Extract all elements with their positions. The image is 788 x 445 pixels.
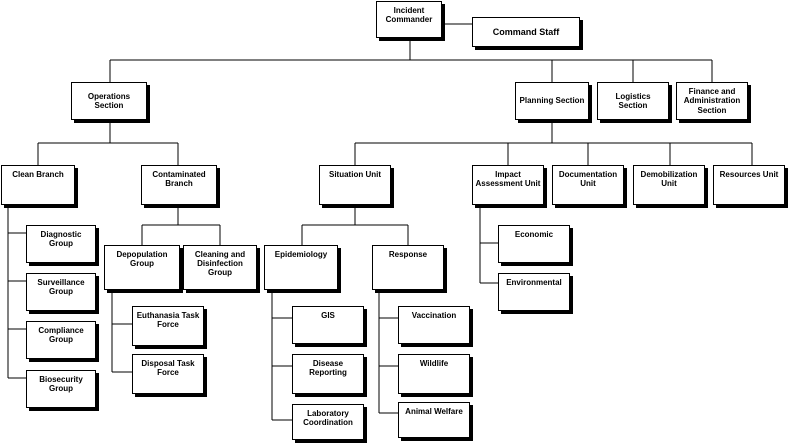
gis-label: GIS	[321, 311, 335, 320]
planning-section-label: Planning Section	[519, 96, 585, 106]
incident-commander-label: Incident Commander	[385, 6, 433, 25]
incident-commander-box: Incident Commander	[376, 1, 442, 38]
finance-admin-section-label: Finance and Administration Section	[683, 87, 741, 115]
laboratory-coordination-label: Laboratory Coordination	[303, 409, 353, 428]
gis-box: GIS	[292, 306, 364, 344]
logistics-section-label: Logistics Section	[615, 91, 651, 110]
resources-unit-box: Resources Unit	[713, 165, 785, 205]
euthanasia-task-force-box: Euthanasia Task Force	[132, 306, 204, 346]
animal-welfare-box: Animal Welfare	[398, 402, 470, 438]
laboratory-coordination-box: Laboratory Coordination	[292, 404, 364, 440]
environmental-box: Environmental	[498, 273, 570, 311]
clean-branch-label: Clean Branch	[12, 170, 64, 179]
contaminated-branch-label: Contaminated Branch	[152, 170, 206, 189]
cleaning-disinfection-group-box: Cleaning and Disinfection Group	[183, 245, 257, 290]
disposal-task-force-label: Disposal Task Force	[141, 359, 195, 378]
epidemiology-label: Epidemiology	[274, 250, 328, 259]
logistics-section-box: Logistics Section	[597, 82, 669, 120]
diagnostic-group-box: Diagnostic Group	[26, 225, 96, 263]
resources-unit-label: Resources Unit	[719, 170, 779, 179]
compliance-group-box: Compliance Group	[26, 321, 96, 359]
contaminated-branch-box: Contaminated Branch	[141, 165, 217, 205]
cleaning-disinfection-group-label: Cleaning and Disinfection Group	[194, 250, 246, 278]
depopulation-group-label: Depopulation Group	[116, 250, 168, 269]
diagnostic-group-label: Diagnostic Group	[40, 230, 82, 249]
depopulation-group-box: Depopulation Group	[104, 245, 180, 290]
wildlife-label: Wildlife	[419, 359, 449, 368]
demobilization-unit-label: Demobilization Unit	[640, 170, 698, 189]
biosecurity-group-box: Biosecurity Group	[26, 370, 96, 408]
surveillance-group-label: Surveillance Group	[37, 278, 85, 297]
vaccination-box: Vaccination	[398, 306, 470, 344]
biosecurity-group-label: Biosecurity Group	[39, 375, 83, 394]
economic-box: Economic	[498, 225, 570, 263]
vaccination-label: Vaccination	[411, 311, 457, 320]
disease-reporting-box: Disease Reporting	[292, 354, 364, 394]
situation-unit-label: Situation Unit	[329, 170, 381, 179]
command-staff-label: Command Staff	[492, 26, 560, 37]
response-box: Response	[372, 245, 444, 290]
epidemiology-box: Epidemiology	[264, 245, 338, 290]
economic-label: Economic	[514, 230, 554, 239]
environmental-label: Environmental	[506, 278, 562, 287]
surveillance-group-box: Surveillance Group	[26, 273, 96, 311]
documentation-unit-box: Documentation Unit	[552, 165, 624, 205]
response-label: Response	[388, 250, 428, 259]
wildlife-box: Wildlife	[398, 354, 470, 394]
command-staff-box: Command Staff	[472, 17, 580, 47]
euthanasia-task-force-label: Euthanasia Task Force	[136, 311, 200, 330]
compliance-group-label: Compliance Group	[38, 326, 84, 345]
disease-reporting-label: Disease Reporting	[309, 359, 347, 378]
disposal-task-force-box: Disposal Task Force	[132, 354, 204, 394]
clean-branch-box: Clean Branch	[1, 165, 75, 205]
animal-welfare-label: Animal Welfare	[405, 407, 463, 416]
impact-assessment-unit-box: Impact Assessment Unit	[472, 165, 544, 205]
operations-section-box: Operations Section	[71, 82, 147, 120]
impact-assessment-unit-label: Impact Assessment Unit	[475, 170, 541, 189]
situation-unit-box: Situation Unit	[319, 165, 391, 205]
demobilization-unit-box: Demobilization Unit	[633, 165, 705, 205]
finance-admin-section-box: Finance and Administration Section	[676, 82, 748, 120]
planning-section-box: Planning Section	[515, 82, 589, 120]
operations-section-label: Operations Section	[87, 91, 131, 110]
documentation-unit-label: Documentation Unit	[558, 170, 618, 189]
